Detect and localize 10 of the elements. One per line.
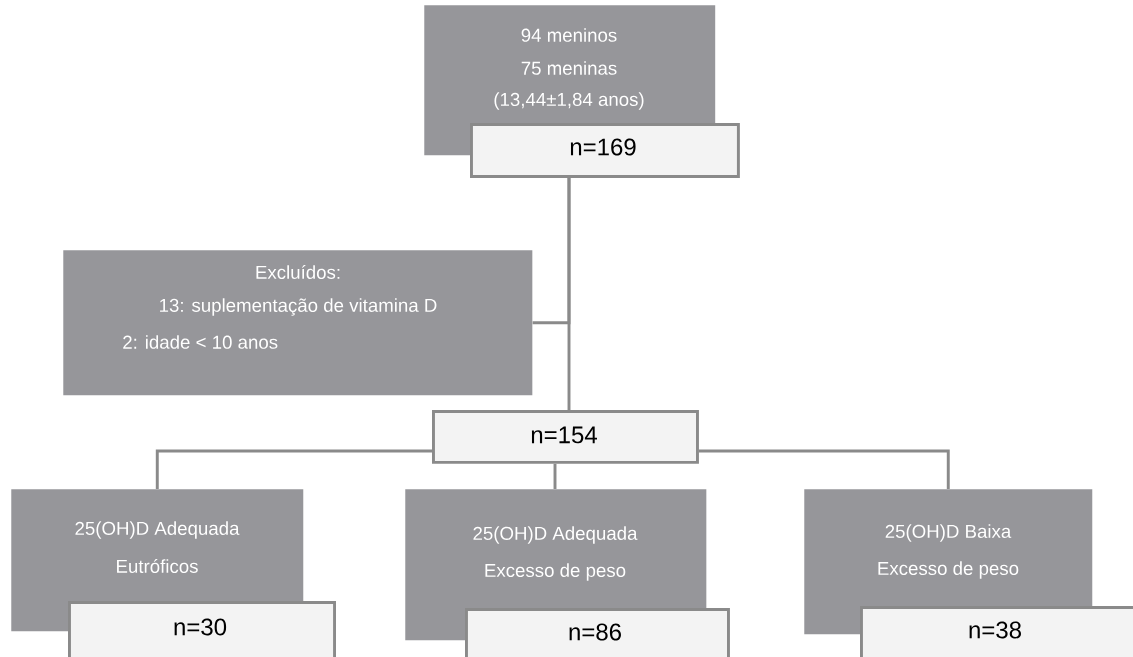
- count-box: n=154: [432, 410, 699, 464]
- connector-line: [553, 463, 557, 489]
- count-box: n=169: [470, 123, 740, 178]
- connector-line: [155, 449, 432, 489]
- process-box: Excluídos: 13: suplementação de vitamina D 2: idade < 10 anos: [63, 250, 533, 396]
- count-box: n=30: [68, 601, 336, 657]
- count-box: n=38: [860, 606, 1133, 657]
- connector-line: [698, 449, 950, 489]
- count-box: n=86: [465, 608, 730, 657]
- connector-line: [532, 177, 571, 325]
